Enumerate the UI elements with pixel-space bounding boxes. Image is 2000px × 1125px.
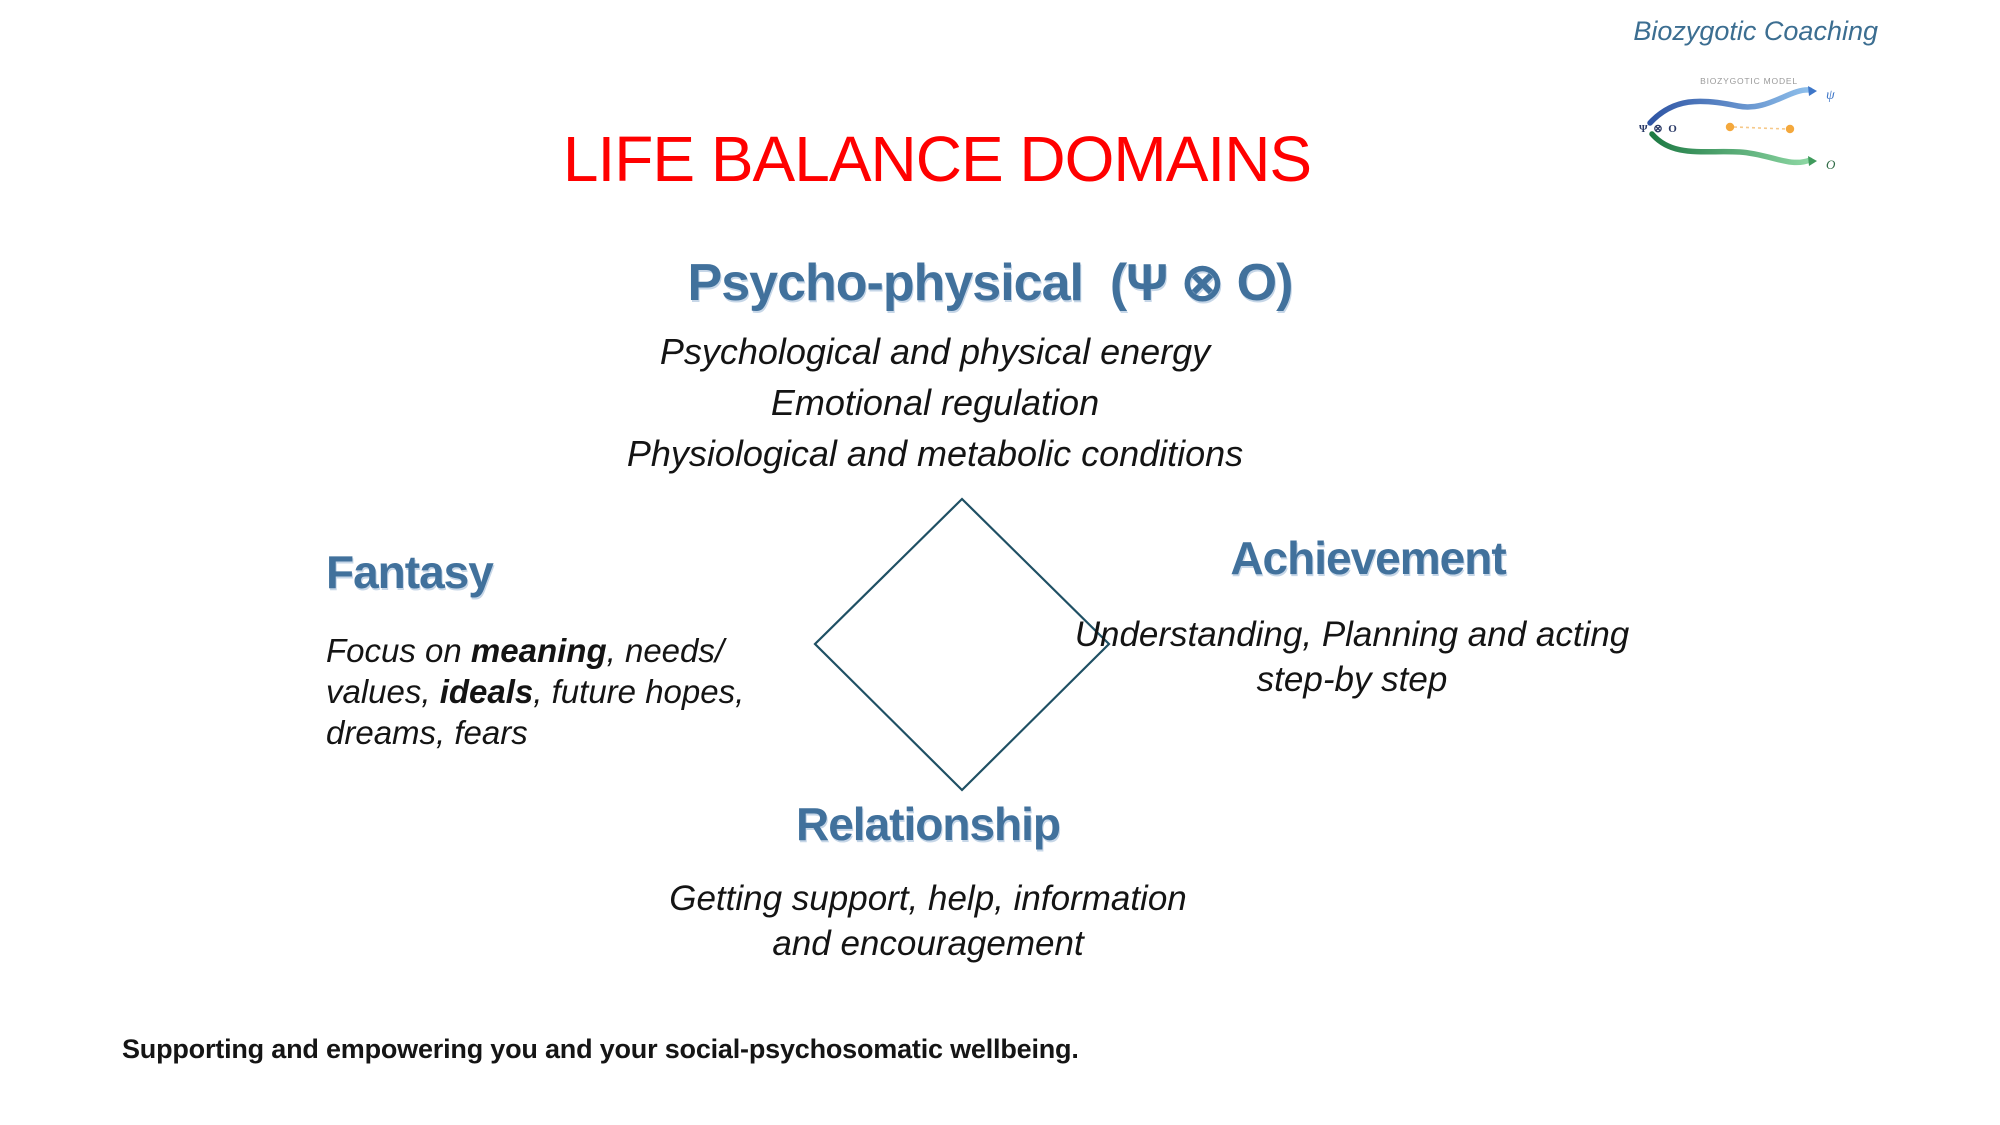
- plain-text: values,: [326, 673, 440, 710]
- text-line: step-by step: [1256, 660, 1448, 699]
- plain-text: dreams, fears: [326, 714, 528, 751]
- text-line: values, ideals, future hopes,: [326, 671, 744, 712]
- domain-desc-achievement: Understanding, Planning and acting step-b…: [1075, 612, 1630, 702]
- emphasized-text: ideals: [439, 673, 534, 710]
- diamond-outline: [813, 497, 1111, 792]
- page-title: LIFE BALANCE DOMAINS: [562, 123, 1312, 195]
- text-line: Understanding, Planning and acting: [1074, 615, 1630, 654]
- logo-o-curve: [1649, 131, 1813, 166]
- text-line: Focus on meaning, needs/: [326, 630, 744, 671]
- biozygotic-model-logo: BIOZYGOTIC MODEL ψ Ψ ⊗ O O: [1639, 76, 1836, 172]
- text-line: Emotional regulation: [770, 382, 1100, 423]
- plain-text: , future hopes,: [533, 673, 745, 710]
- domain-title-fantasy: Fantasy: [326, 546, 494, 598]
- logo-formula: Ψ ⊗ O: [1639, 123, 1678, 135]
- domain-title-achievement: Achievement: [1230, 532, 1506, 584]
- text-line: Physiological and metabolic conditions: [626, 433, 1244, 474]
- domain-title-relationship: Relationship: [795, 798, 1061, 850]
- logo-psi-curve: [1647, 87, 1813, 126]
- plain-text: Focus on: [326, 632, 471, 669]
- domain-desc-fantasy: Focus on meaning, needs/values, ideals, …: [326, 630, 744, 753]
- text-line: dreams, fears: [326, 712, 744, 753]
- logo-model-label: BIOZYGOTIC MODEL: [1700, 76, 1798, 86]
- text-line: Psychological and physical energy: [659, 331, 1211, 372]
- brand-name: Biozygotic Coaching: [1633, 16, 1878, 46]
- logo-dot-left-icon: [1725, 122, 1735, 132]
- domain-title-psycho-physical: Psycho-physical (Ψ ⊗ O): [687, 254, 1294, 312]
- logo-psi-label: ψ: [1826, 88, 1835, 103]
- diamond-shape: [813, 497, 1111, 792]
- logo-o-label: O: [1826, 157, 1836, 172]
- logo-o-arrow-icon: [1808, 156, 1817, 166]
- logo-psi-arrow-icon: [1808, 86, 1817, 96]
- domain-desc-relationship: Getting support, help, information and en…: [669, 876, 1187, 966]
- footer-tagline: Supporting and empowering you and your s…: [122, 1034, 1079, 1064]
- logo-dot-right-icon: [1785, 124, 1795, 134]
- text-line: and encouragement: [772, 924, 1084, 963]
- text-line: Getting support, help, information: [669, 879, 1187, 918]
- emphasized-text: meaning: [470, 632, 607, 669]
- logo-dashed-link: [1733, 126, 1787, 130]
- plain-text: , needs/: [606, 632, 725, 669]
